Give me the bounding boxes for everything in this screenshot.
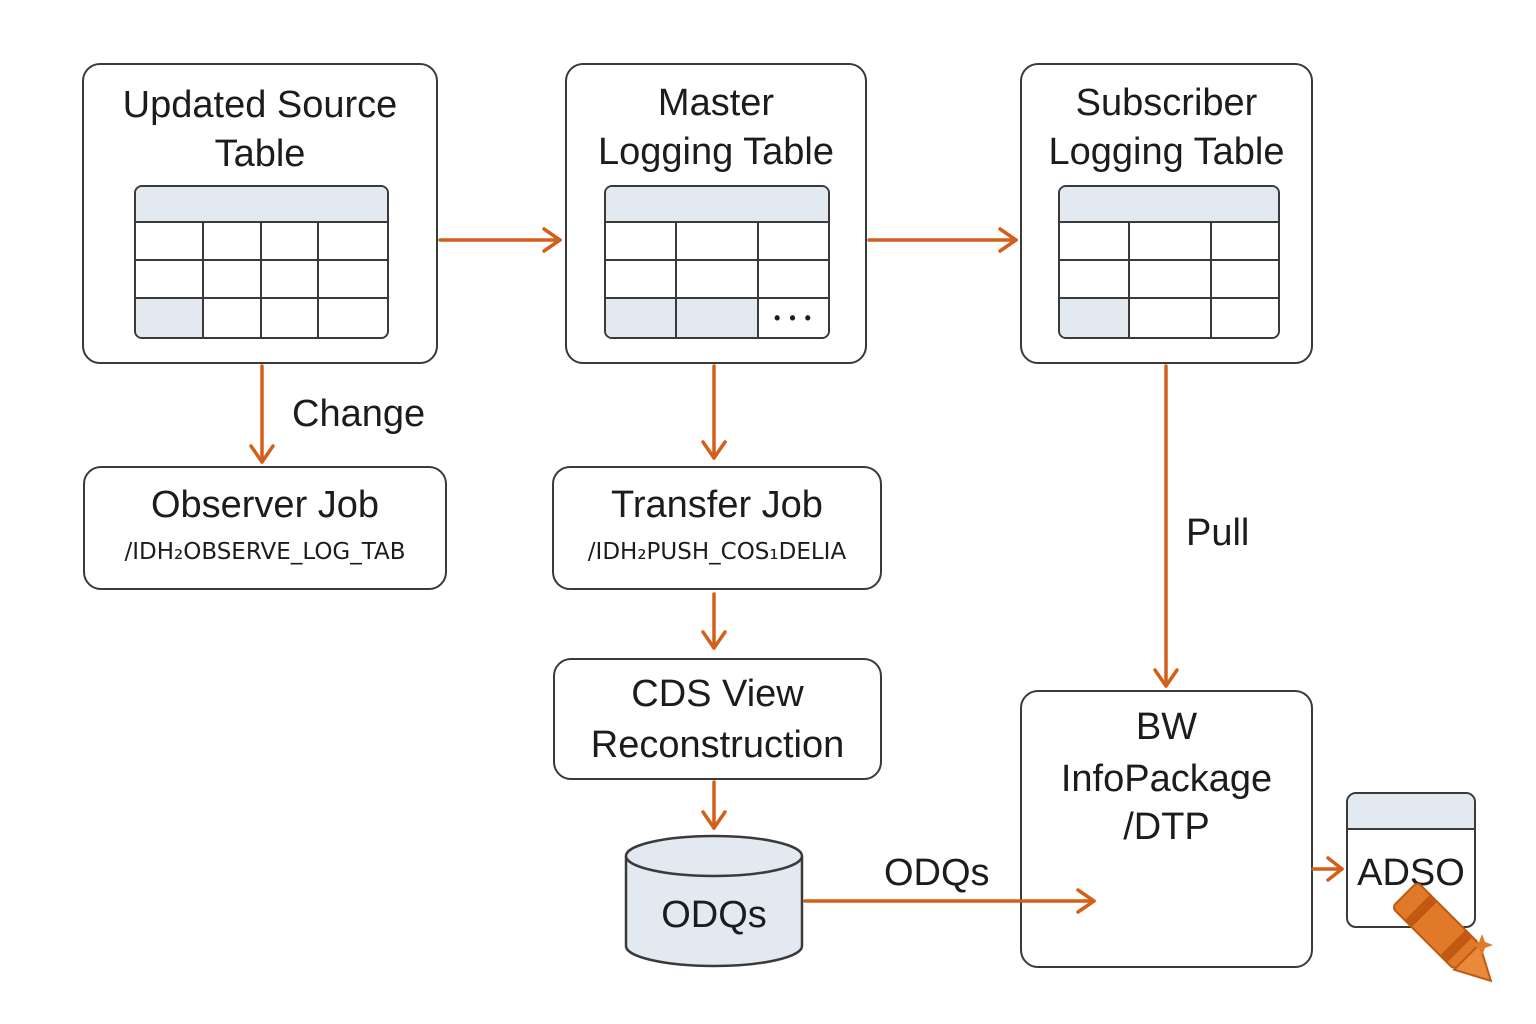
adso-header [1348, 794, 1474, 830]
edge-label-pull: Pull [1186, 512, 1250, 554]
odq-store-label: ODQs [661, 894, 767, 936]
subscriber-table-title-2: Logging Table [1048, 131, 1285, 173]
source-table-grid-icon [134, 185, 389, 339]
edge-label-change: Change [292, 393, 426, 435]
bw-title-3: /DTP [1123, 806, 1210, 848]
crayon-logo-icon [1392, 882, 1493, 983]
bw-title-2: InfoPackage [1060, 758, 1273, 800]
observer-job-program: /IDH₂OBSERVE_LOG_TAB [124, 539, 406, 565]
source-table-node: Updated Source Table [82, 63, 438, 364]
sparkle-icon [1395, 898, 1493, 956]
observer-job-node: Observer Job /IDH₂OBSERVE_LOG_TAB [83, 466, 447, 590]
bw-title-1: BW [1135, 706, 1198, 748]
source-table-title-1: Updated Source [122, 84, 398, 126]
master-logging-table-node: Master Logging Table • • • [565, 63, 867, 364]
transfer-job-node: Transfer Job /IDH₂PUSH_COS₁DELIA [552, 466, 882, 590]
transfer-job-program: /IDH₂PUSH_COS₁DELIA [587, 539, 847, 565]
transfer-job-title: Transfer Job [611, 484, 823, 526]
master-table-grid-icon: • • • [604, 185, 830, 339]
edge-label-odqs: ODQs [884, 852, 990, 894]
more-rows-marker: • • • [759, 299, 828, 337]
cds-view-title-2: Reconstruction [590, 724, 845, 766]
subscriber-logging-table-node: Subscriber Logging Table [1020, 63, 1313, 364]
cds-view-node: CDS View Reconstruction [553, 658, 882, 780]
subscriber-table-title-1: Subscriber [1075, 82, 1258, 124]
odq-cylinder [624, 834, 804, 968]
source-table-title-2: Table [214, 133, 306, 175]
bw-infopackage-node: BW InfoPackage /DTP [1020, 690, 1313, 968]
master-table-title-1: Master [657, 82, 775, 124]
subscriber-table-grid-icon [1058, 185, 1280, 339]
cds-view-title-1: CDS View [631, 673, 804, 715]
observer-job-title: Observer Job [150, 484, 380, 526]
master-table-title-2: Logging Table [598, 131, 834, 173]
